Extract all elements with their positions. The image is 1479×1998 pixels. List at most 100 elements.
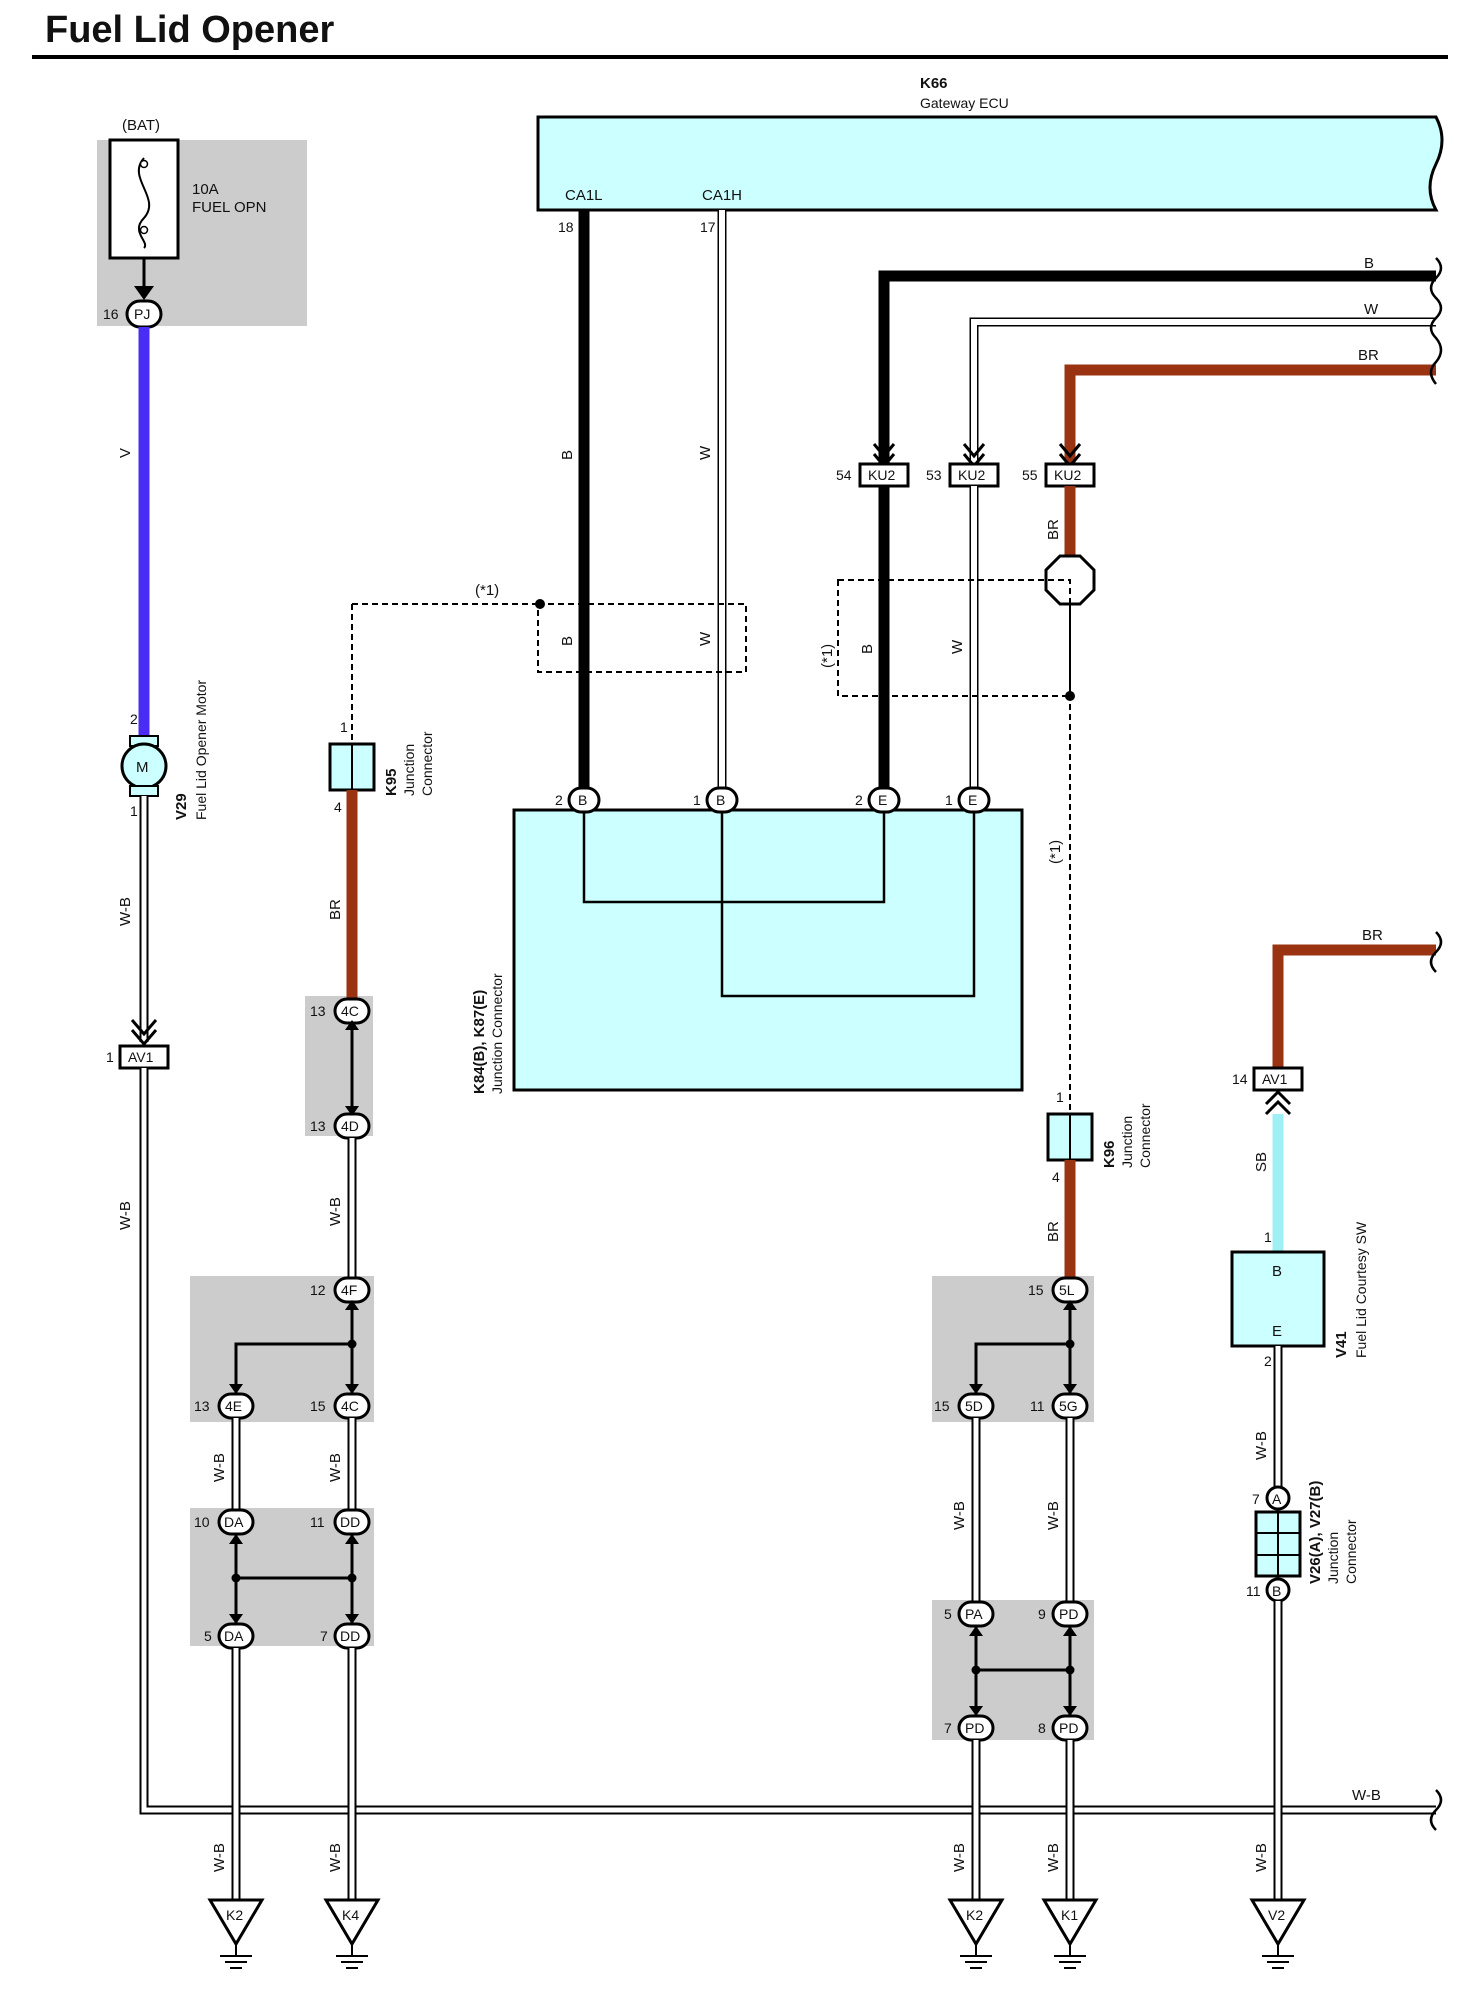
wire-b-label: B [559,450,576,460]
ground-label: K1 [1061,1907,1078,1923]
ku2-53-name: KU2 [958,467,985,483]
v29-pin-bottom: 1 [130,803,138,819]
k96-name-2: Connector [1137,1103,1153,1168]
ku2-54-pin: 54 [836,467,852,483]
e-2-name: E [878,792,887,808]
fuse-arrow-icon [134,286,154,300]
fuse-rating: 10A [192,181,219,198]
v26-a-pin: 7 [1252,1491,1260,1507]
k95-name-1: Junction [401,744,417,796]
fuse-terminal-icon [139,159,149,169]
wire-wb-label: W-B [951,1501,968,1530]
dd-11-name: DD [340,1514,360,1530]
ground-label: K2 [966,1907,983,1923]
arrow-icon [229,1534,359,1624]
c4d-13-pin: 13 [310,1118,326,1134]
c5d-15-pin: 15 [934,1398,950,1414]
fuse-icon [137,157,151,249]
c4e-13-pin: 13 [194,1398,210,1414]
dd-7-name: DD [340,1628,360,1644]
fuse-name: FUEL OPN [192,199,266,216]
ku2-54-name: KU2 [868,467,895,483]
arrow-icon [229,1384,359,1394]
pa-5-pin: 5 [944,1606,952,1622]
k96-pin-bottom: 4 [1052,1169,1060,1185]
pin-18: 18 [558,219,574,235]
gateway-ecu-box [536,115,1444,212]
c4c-15-pin: 15 [310,1398,326,1414]
b-1-name: B [716,792,725,808]
v41-pin-top: 1 [1264,1229,1272,1245]
pd-9-pin: 9 [1038,1606,1046,1622]
ca1h-label: CA1H [702,187,742,204]
c4c-15-name: 4C [341,1398,359,1414]
c4f-12-name: 4F [341,1282,357,1298]
k84-code: K84(B), K87(E) [471,990,488,1094]
wire-br-label: BR [327,899,344,920]
arrow-icon [969,1384,1077,1394]
v29-pin-top: 2 [130,711,138,727]
connector-b-2 [567,786,601,814]
ground-icon [947,1898,1005,1947]
ku2-55-pin: 55 [1022,467,1038,483]
break-mark [1429,257,1443,385]
c4c-13-pin: 13 [310,1003,326,1019]
wire-v-label: V [117,448,134,458]
wire-wb-label: W-B [327,1197,344,1226]
wire-br-label: BR [1358,347,1379,364]
v26-b-pin: 11 [1246,1583,1261,1599]
da-5-pin: 5 [204,1628,212,1644]
wire-sb-label: SB [1253,1152,1270,1172]
wire-wb-bus [139,1068,1436,1815]
wire-wb-label: W-B [1352,1787,1381,1804]
ca1l-label: CA1L [565,187,603,204]
note-1: (*1) [475,582,499,599]
v26-name-2: Connector [1343,1519,1359,1584]
ground-label: K2 [226,1907,243,1923]
wire-br-right [1064,364,1436,472]
dd-7-pin: 7 [320,1628,328,1644]
k95-name-2: Connector [419,731,435,796]
wire-wb-label: W-B [327,1453,344,1482]
av1-1-pin: 1 [106,1049,114,1065]
v41-pin-bottom: 2 [1264,1353,1272,1369]
pd-9-name: PD [1059,1606,1078,1622]
b-2-pin: 2 [555,792,563,808]
wire-br-av1 [1272,944,1436,1080]
e-1-name: E [968,792,977,808]
av1-14-pin: 14 [1232,1071,1248,1087]
ground-v2: V2 [1249,1898,1307,1969]
wire-w-right [969,317,1436,472]
page-title: Fuel Lid Opener [45,9,334,51]
ground-icon [207,1898,265,1947]
wire-b-right [878,270,1436,472]
motor-symbol: M [136,759,149,776]
pj-name: PJ [134,306,150,322]
v41-term-e: E [1272,1323,1282,1340]
k96-name-1: Junction [1119,1116,1135,1168]
break-mark [1429,1789,1443,1831]
k95-code: K95 [383,768,400,796]
ground-k2-right: K2 [947,1898,1005,1969]
dd-11-pin: 11 [310,1514,325,1530]
pin-17: 17 [700,219,716,235]
dashed-box-1 [537,603,747,673]
ground-label: V2 [1268,1907,1285,1923]
c5g-11-pin: 11 [1030,1398,1045,1414]
v26-code: V26(A), V27(B) [1307,1481,1324,1584]
wire-wb-label: W-B [1045,1843,1062,1872]
connector-e-2 [867,786,901,814]
motor-bottom-tab [129,785,159,797]
wire-wb-label: W-B [1253,1843,1270,1872]
ground-icon [1041,1898,1099,1947]
da-5-name: DA [224,1628,244,1644]
fuse-terminal-icon [139,225,149,235]
k96-code: K96 [1101,1140,1118,1168]
junction-block [512,808,1024,1092]
e-2-pin: 2 [855,792,863,808]
wire-br-label: BR [1045,1221,1062,1242]
ground-label: K4 [342,1907,359,1923]
v26-b-name: B [1272,1583,1281,1599]
wire-wb-label: W-B [1045,1501,1062,1530]
v41-term-b: B [1272,1263,1282,1280]
